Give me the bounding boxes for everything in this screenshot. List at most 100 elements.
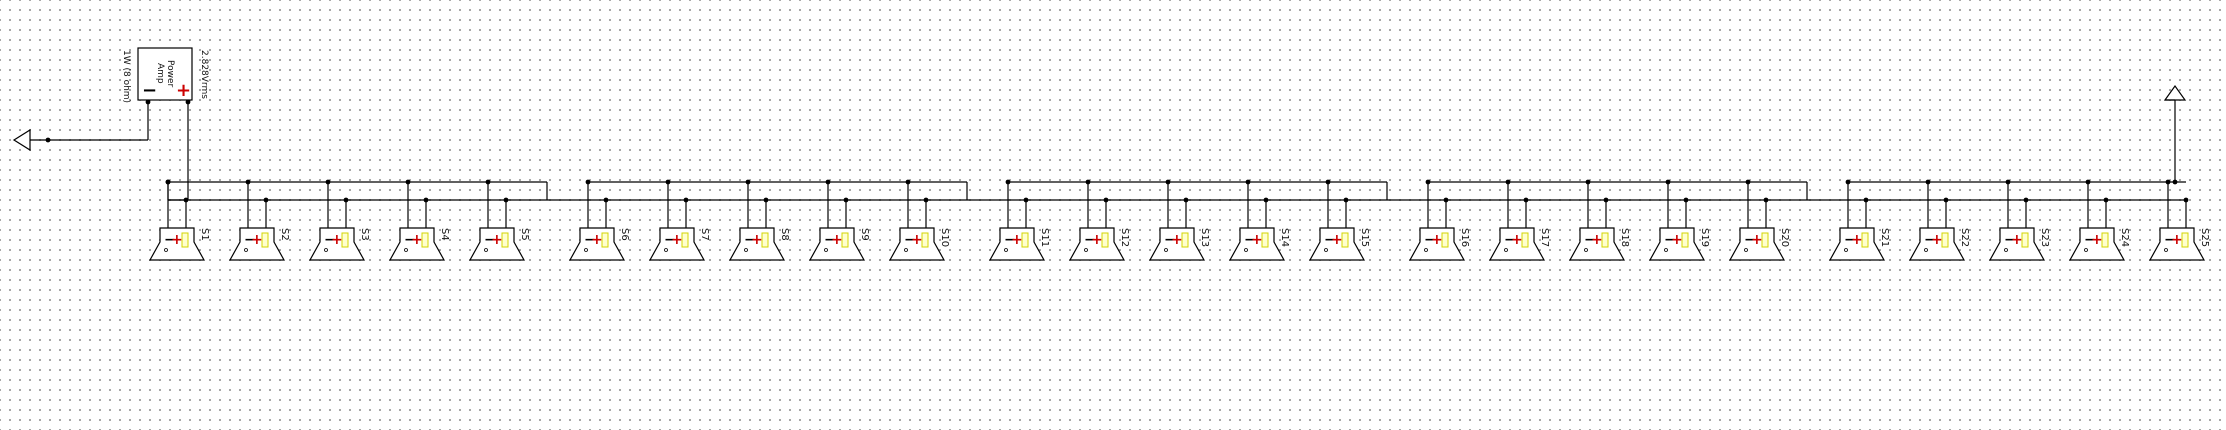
speaker-s9[interactable]: −+S9 <box>808 179 870 261</box>
junction-dot <box>2165 179 2171 185</box>
speaker-magnet-icon <box>1341 232 1349 248</box>
speaker-s20[interactable]: −+S20 <box>1728 179 1790 261</box>
speaker-magnet-icon <box>2181 232 2189 248</box>
speaker-s1[interactable]: −+S1 <box>148 179 210 261</box>
speaker-minus-sign: − <box>584 232 596 248</box>
speaker-s24[interactable]: −+S24 <box>2068 179 2130 261</box>
speaker-label: S13 <box>1199 228 1210 247</box>
speaker-label: S22 <box>1959 228 1970 247</box>
speaker-minus-sign: − <box>1164 232 1176 248</box>
speaker-label: S18 <box>1619 228 1630 247</box>
speaker-plus-sign: + <box>591 232 603 248</box>
amplifier-body <box>137 47 193 101</box>
speaker-terminal-marker <box>1004 248 1008 252</box>
speaker-minus-sign: − <box>404 232 416 248</box>
speaker-magnet-icon <box>1181 232 1189 248</box>
junction-dot <box>2183 197 2189 203</box>
speaker-terminal-marker <box>824 248 828 252</box>
speaker-terminal-marker <box>1744 248 1748 252</box>
speaker-minus-sign: − <box>1504 232 1516 248</box>
speaker-plus-sign: + <box>411 232 423 248</box>
speaker-s19[interactable]: −+ S19 <box>1648 179 1710 261</box>
amplifier-label-power: Power <box>165 60 175 88</box>
ground-symbol-left[interactable] <box>12 128 48 152</box>
junction-dot <box>1085 179 1091 185</box>
speaker-minus-sign: − <box>2084 232 2096 248</box>
speaker-terminal-marker <box>2164 248 2168 252</box>
speaker-s13[interactable]: −+S13 <box>1148 179 1210 261</box>
junction-dot <box>905 179 911 185</box>
speaker-minus-sign: − <box>744 232 756 248</box>
speaker-cone <box>228 227 286 261</box>
speaker-s17[interactable]: −+S17 <box>1488 179 1550 261</box>
speaker-plus-sign: + <box>1431 232 1443 248</box>
speaker-minus-sign: − <box>324 232 336 248</box>
speaker-terminal-marker <box>244 248 248 252</box>
junction-dot <box>825 179 831 185</box>
speaker-label: S19 <box>1699 228 1710 247</box>
power-amplifier[interactable]: Power Amp + − 1W (8 ohm) 2.828Vrms <box>121 47 209 103</box>
speaker-s8[interactable]: −+S8 <box>728 179 790 261</box>
speaker-cone <box>2068 227 2126 261</box>
speaker-s23[interactable]: −+S23 <box>1988 179 2050 261</box>
speaker-s11[interactable]: −+S11 <box>988 179 1050 261</box>
speaker-s2[interactable]: −+S2 <box>228 179 290 261</box>
ground-symbol-right[interactable] <box>2163 84 2187 120</box>
speaker-cone <box>1828 227 1886 261</box>
speaker-terminal-marker <box>904 248 908 252</box>
speaker-cone <box>1408 227 1466 261</box>
speaker-s18[interactable]: −+S18 <box>1568 179 1630 261</box>
speaker-s25[interactable]: −+S25 <box>2148 179 2210 261</box>
speaker-s3[interactable]: −+S3 <box>308 179 370 261</box>
speaker-s21[interactable]: −+S21 <box>1828 179 1890 261</box>
speaker-magnet-icon <box>1681 232 1689 248</box>
speaker-s6[interactable]: −+S6 <box>568 179 630 261</box>
speaker-s5[interactable]: −+S5 <box>468 179 530 261</box>
speaker-terminal-marker <box>324 248 328 252</box>
speaker-minus-sign: − <box>1664 232 1676 248</box>
speaker-cone <box>1308 227 1366 261</box>
amplifier-minus-terminal-sign: − <box>142 80 157 101</box>
junction-dot <box>1343 197 1349 203</box>
speaker-s10[interactable]: −+S10 <box>888 179 950 261</box>
speaker-minus-sign: − <box>824 232 836 248</box>
speaker-cone <box>1228 227 1286 261</box>
speaker-cone <box>1148 227 1206 261</box>
speaker-label: S15 <box>1359 228 1370 247</box>
speaker-minus-sign: − <box>1424 232 1436 248</box>
speaker-magnet-icon <box>501 232 509 248</box>
speaker-s14[interactable]: −+S14 <box>1228 179 1290 261</box>
junction-dot <box>1443 197 1449 203</box>
speaker-magnet-icon <box>921 232 929 248</box>
speaker-plus-sign: + <box>1751 232 1763 248</box>
speaker-cone <box>148 227 206 261</box>
speaker-s22[interactable]: −+S22 <box>1908 179 1970 261</box>
junction-dot <box>405 179 411 185</box>
junction-dot <box>1263 197 1269 203</box>
amplifier-label-amp: Amp <box>155 63 165 84</box>
speaker-label: S2 <box>279 228 290 241</box>
speaker-terminal-marker <box>484 248 488 252</box>
speaker-minus-sign: − <box>1744 232 1756 248</box>
speaker-s16[interactable]: −+S16 <box>1408 179 1470 261</box>
speaker-cone <box>308 227 366 261</box>
speaker-cone <box>988 227 1046 261</box>
speaker-plus-sign: + <box>751 232 763 248</box>
speaker-plus-sign: + <box>1671 232 1683 248</box>
junction-dot <box>665 179 671 185</box>
speaker-terminal-marker <box>404 248 408 252</box>
speaker-cone <box>648 227 706 261</box>
speaker-cone <box>1068 227 1126 261</box>
speaker-s7[interactable]: −+S7 <box>648 179 710 261</box>
speaker-label: S4 <box>439 228 450 241</box>
speaker-s12[interactable]: −+S12 <box>1068 179 1130 261</box>
speaker-terminal-marker <box>1924 248 1928 252</box>
speaker-label: S21 <box>1879 228 1890 247</box>
speaker-s4[interactable]: −+ S4 <box>388 179 450 261</box>
speaker-cone <box>1728 227 1786 261</box>
junction-dot <box>1245 179 1251 185</box>
speaker-terminal-marker <box>1424 248 1428 252</box>
speaker-s15[interactable]: −+S15 <box>1308 179 1370 261</box>
speaker-terminal-marker <box>744 248 748 252</box>
